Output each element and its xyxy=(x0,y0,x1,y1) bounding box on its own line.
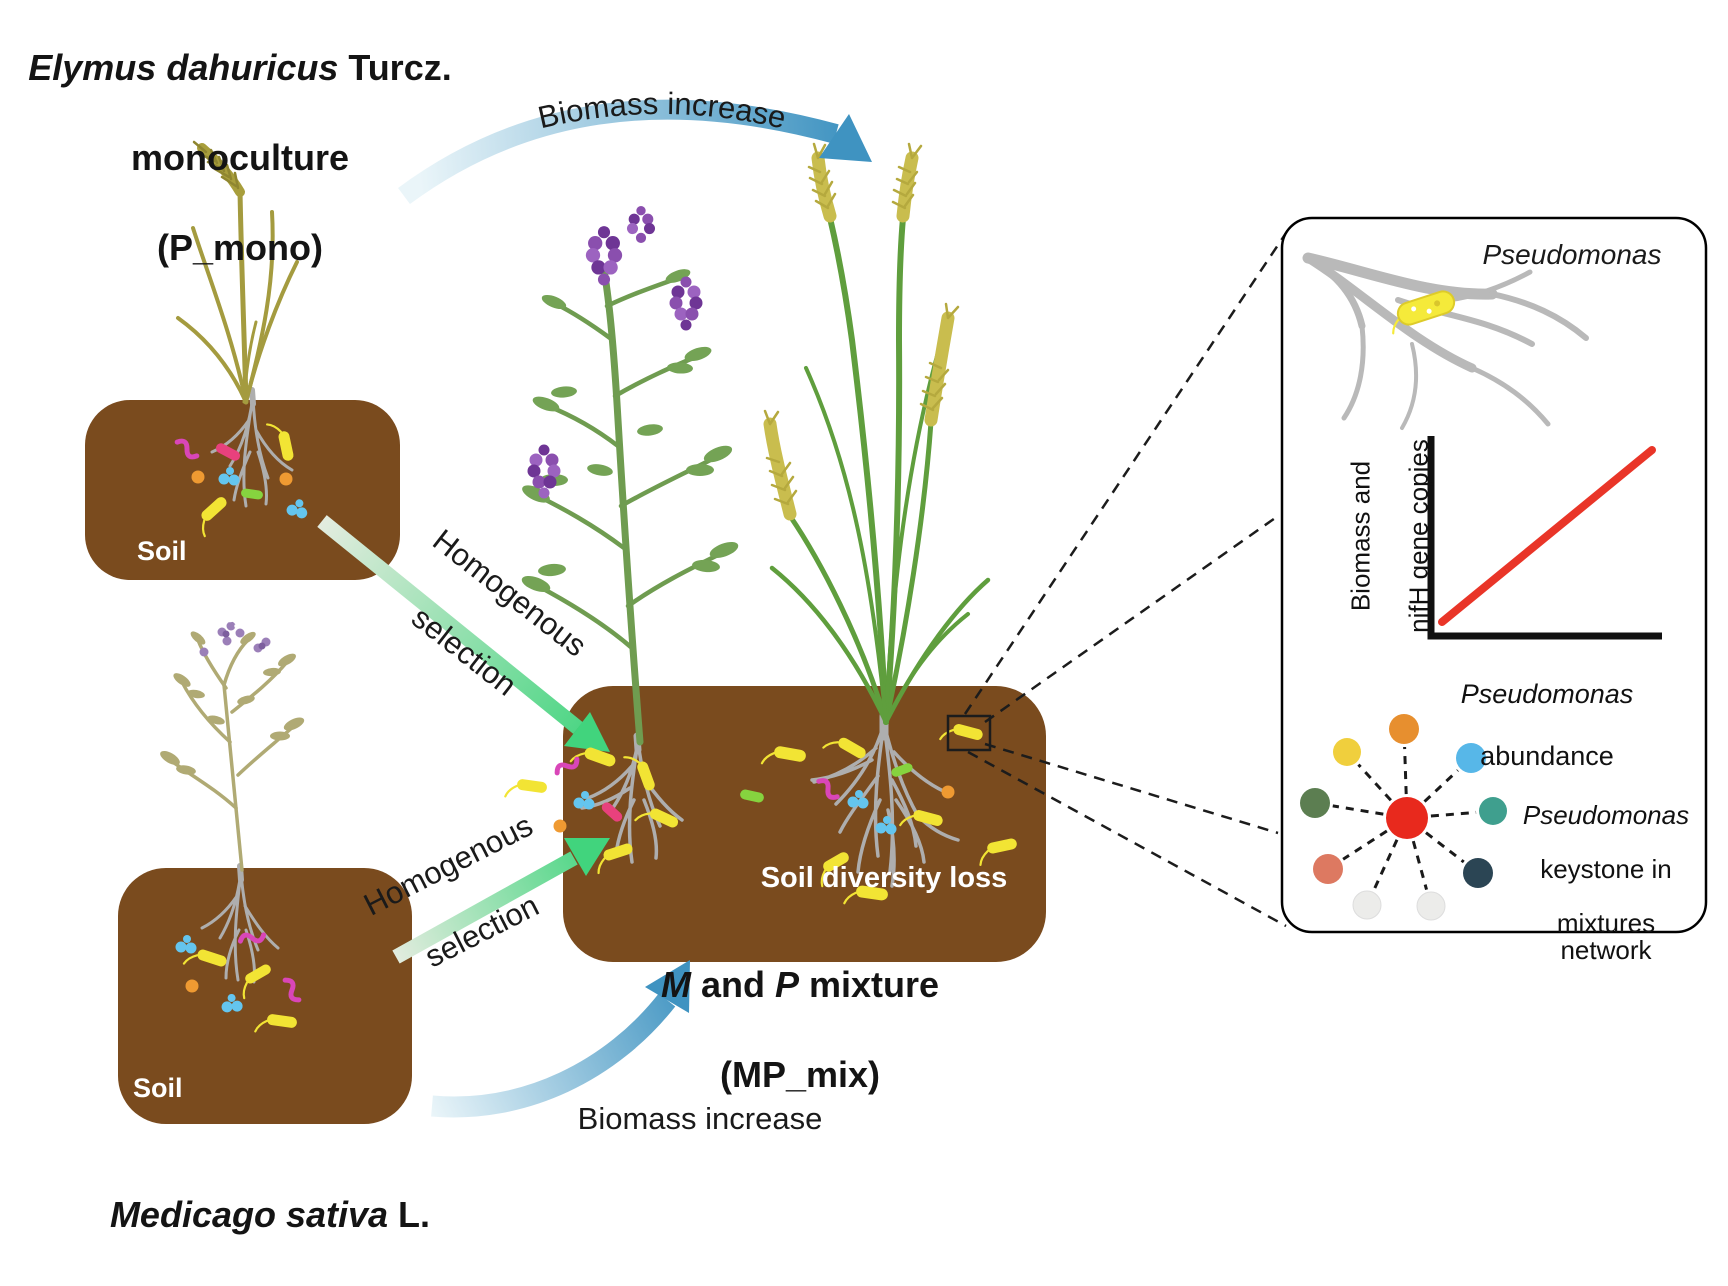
network-edge xyxy=(1403,746,1408,795)
cocci-microbe xyxy=(175,935,197,954)
title-p-mono: Elymus dahuricus Turcz. monoculture (P_m… xyxy=(28,47,452,268)
cocci-microbe xyxy=(573,791,595,810)
flowers-medicago-mono xyxy=(199,621,271,657)
rod-microbe xyxy=(843,885,888,905)
title-m-mono: Medicago sativa L. monoculture (M_mono) xyxy=(109,1194,431,1286)
dot-microbe xyxy=(191,470,205,484)
network-node xyxy=(1352,890,1382,920)
biomass-increase-bottom-label: Biomass increase xyxy=(577,1101,823,1136)
rod-microbe xyxy=(266,423,294,461)
microbes-p-mono xyxy=(174,423,308,538)
rod-microbe xyxy=(623,756,655,791)
rod-microbe xyxy=(201,497,227,538)
zoom-connector-lines xyxy=(963,229,1290,928)
rod-microbe xyxy=(254,1014,297,1033)
inset-chart-y-label: Biomass and nifH gene copies xyxy=(1345,439,1434,633)
network-edge xyxy=(1430,810,1477,818)
soil-diversity-loss-p-mono: Soil diversity loss xyxy=(137,536,310,628)
dot-microbe xyxy=(553,819,567,833)
dot-microbe xyxy=(185,979,199,993)
squiggle-microbe xyxy=(282,977,302,1003)
squiggle-microbe xyxy=(174,438,200,460)
flowers-medicago-mixture xyxy=(527,206,703,499)
panel-title-pseudomonas: Pseudomonas xyxy=(1482,239,1662,270)
soil-diversity-loss-mixture: Soil diversity loss xyxy=(760,862,1008,894)
homogenous-selection-arrow-bottom xyxy=(392,838,610,964)
rod-microbe xyxy=(760,746,806,765)
network-node xyxy=(1479,797,1507,825)
cocci-microbe xyxy=(218,467,240,486)
rod-microbe xyxy=(899,810,943,827)
biomass-increase-arrow-top xyxy=(398,99,872,205)
panel-root-illustration xyxy=(1302,252,1589,430)
network-edge xyxy=(1423,769,1459,803)
network-node xyxy=(1416,891,1446,921)
microbes-m-mono xyxy=(175,932,302,1033)
dot-microbe xyxy=(941,785,955,799)
network-node xyxy=(1456,743,1486,773)
network-node xyxy=(1313,854,1343,884)
roots-p-mono xyxy=(210,387,294,508)
rod-microbe xyxy=(820,852,849,888)
rod-microbe xyxy=(740,789,764,803)
squiggle-microbe xyxy=(816,778,840,800)
plant-medicago-mixture xyxy=(521,206,739,746)
rod-microbe xyxy=(241,488,263,500)
rod-microbe xyxy=(1392,290,1456,335)
rod-microbe xyxy=(182,949,227,967)
rod-microbe xyxy=(822,737,866,759)
keystone-network xyxy=(1300,714,1507,921)
pseudomonas-bacterium-icon xyxy=(1392,290,1456,335)
network-node xyxy=(1300,788,1330,818)
network-node xyxy=(1463,858,1493,888)
rod-microbe xyxy=(597,843,633,875)
cocci-microbe xyxy=(847,790,869,809)
squiggle-microbe xyxy=(554,756,580,776)
rod-microbe xyxy=(634,808,679,828)
soil-patch-mixture xyxy=(563,686,1046,962)
soil-patch-m-mono xyxy=(118,868,412,1124)
network-node xyxy=(1333,738,1361,766)
biomass-increase-top-label: Biomass increase xyxy=(535,86,790,136)
rod-microbe xyxy=(601,802,623,822)
rod-microbe xyxy=(569,747,616,767)
keystone-network-label: Pseudomonas keystone in mixtures network xyxy=(1522,800,1690,965)
cocci-microbe xyxy=(875,816,897,835)
rod-microbe xyxy=(979,838,1017,866)
plant-medicago-mono xyxy=(160,621,305,872)
seed-spikes xyxy=(763,151,955,521)
zoom-box xyxy=(946,714,992,752)
inset-chart-x-label: Pseudomonas abundance xyxy=(1460,679,1634,771)
rod-microbe xyxy=(215,443,241,461)
rod-microbe xyxy=(504,779,547,798)
plant-elymus-mono xyxy=(176,140,299,405)
plant-elymus-mixture xyxy=(763,142,991,725)
squiggle-microbe xyxy=(237,932,267,944)
cocci-microbe xyxy=(221,993,243,1013)
regression-line xyxy=(1438,446,1656,626)
cocci-microbe xyxy=(286,499,308,519)
network-node xyxy=(1389,714,1419,744)
title-mixture: M and P mixture (MP_mix) xyxy=(660,964,940,1095)
inset-chart xyxy=(1427,436,1662,640)
biomass-increase-arrow-bottom xyxy=(431,960,690,1118)
rod-microbe xyxy=(939,724,983,741)
soil-diversity-loss-m-mono: Soil diversity loss xyxy=(133,1073,306,1165)
homogenous-selection-arrow-top xyxy=(317,515,610,752)
microbes-mixture xyxy=(504,724,1017,905)
network-edge xyxy=(1425,831,1465,864)
rod-microbe xyxy=(891,763,913,777)
network-center-node-pseudomonas xyxy=(1386,797,1428,839)
dot-microbe xyxy=(279,472,293,486)
rod-microbe xyxy=(242,964,271,1000)
network-edge xyxy=(1372,839,1399,891)
